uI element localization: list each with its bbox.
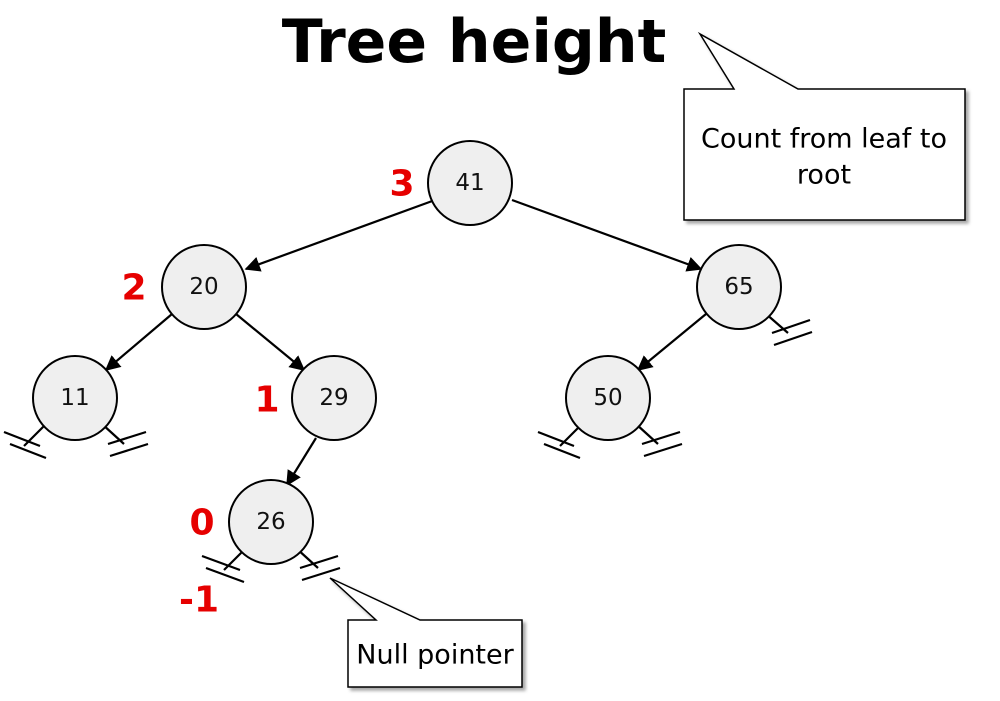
node-value: 11	[60, 385, 89, 411]
callout-count-line-2: root	[797, 160, 851, 191]
callout-count-line-1: Count from leaf to	[701, 124, 947, 155]
tree-node-26: 26	[228, 479, 314, 565]
edge-65-50	[636, 313, 707, 371]
null-pointer-11-right	[101, 423, 149, 458]
tree-node-20: 20	[161, 244, 247, 330]
tree-node-50: 50	[565, 355, 651, 441]
height-label-41: 3	[389, 164, 414, 205]
callout-null-pointer-label: Null pointer	[356, 640, 514, 671]
edge-41-20	[244, 198, 436, 272]
page-title: Tree height	[282, 7, 667, 77]
node-value: 26	[256, 509, 285, 535]
height-labels: 3 2 1 0 -1	[121, 164, 414, 621]
node-value: 41	[455, 170, 484, 196]
height-label-null: -1	[179, 580, 219, 621]
callout-null-pointer: Null pointer	[329, 577, 523, 688]
height-label-26: 0	[189, 503, 214, 544]
null-pointer-65-right	[764, 312, 813, 347]
null-pointer-50-left	[537, 423, 583, 460]
callout-count-from-leaf: Count from leaf to root	[683, 31, 966, 221]
null-pointer-26-right	[295, 547, 341, 582]
node-value: 65	[724, 274, 753, 300]
edge-20-29	[235, 313, 306, 371]
null-pointer-11-left	[3, 423, 47, 460]
node-value: 50	[593, 385, 622, 411]
tree-node-29: 29	[291, 355, 377, 441]
edge-41-65	[511, 198, 703, 272]
null-pointer-50-right	[635, 423, 683, 458]
height-label-20: 2	[121, 268, 146, 309]
tree-node-41: 41	[427, 140, 513, 226]
null-pointer-26-left	[201, 547, 247, 584]
tree-node-11: 11	[32, 355, 118, 441]
null-pointers	[3, 312, 813, 584]
edge-29-26	[286, 437, 317, 487]
node-value: 29	[319, 385, 348, 411]
edge-20-11	[104, 313, 173, 371]
node-value: 20	[189, 274, 218, 300]
height-label-29: 1	[254, 380, 279, 421]
tree-node-65: 65	[696, 244, 782, 330]
tree-nodes: 41 20 65 11 29 50 26	[32, 140, 782, 565]
tree-edges	[104, 198, 707, 487]
